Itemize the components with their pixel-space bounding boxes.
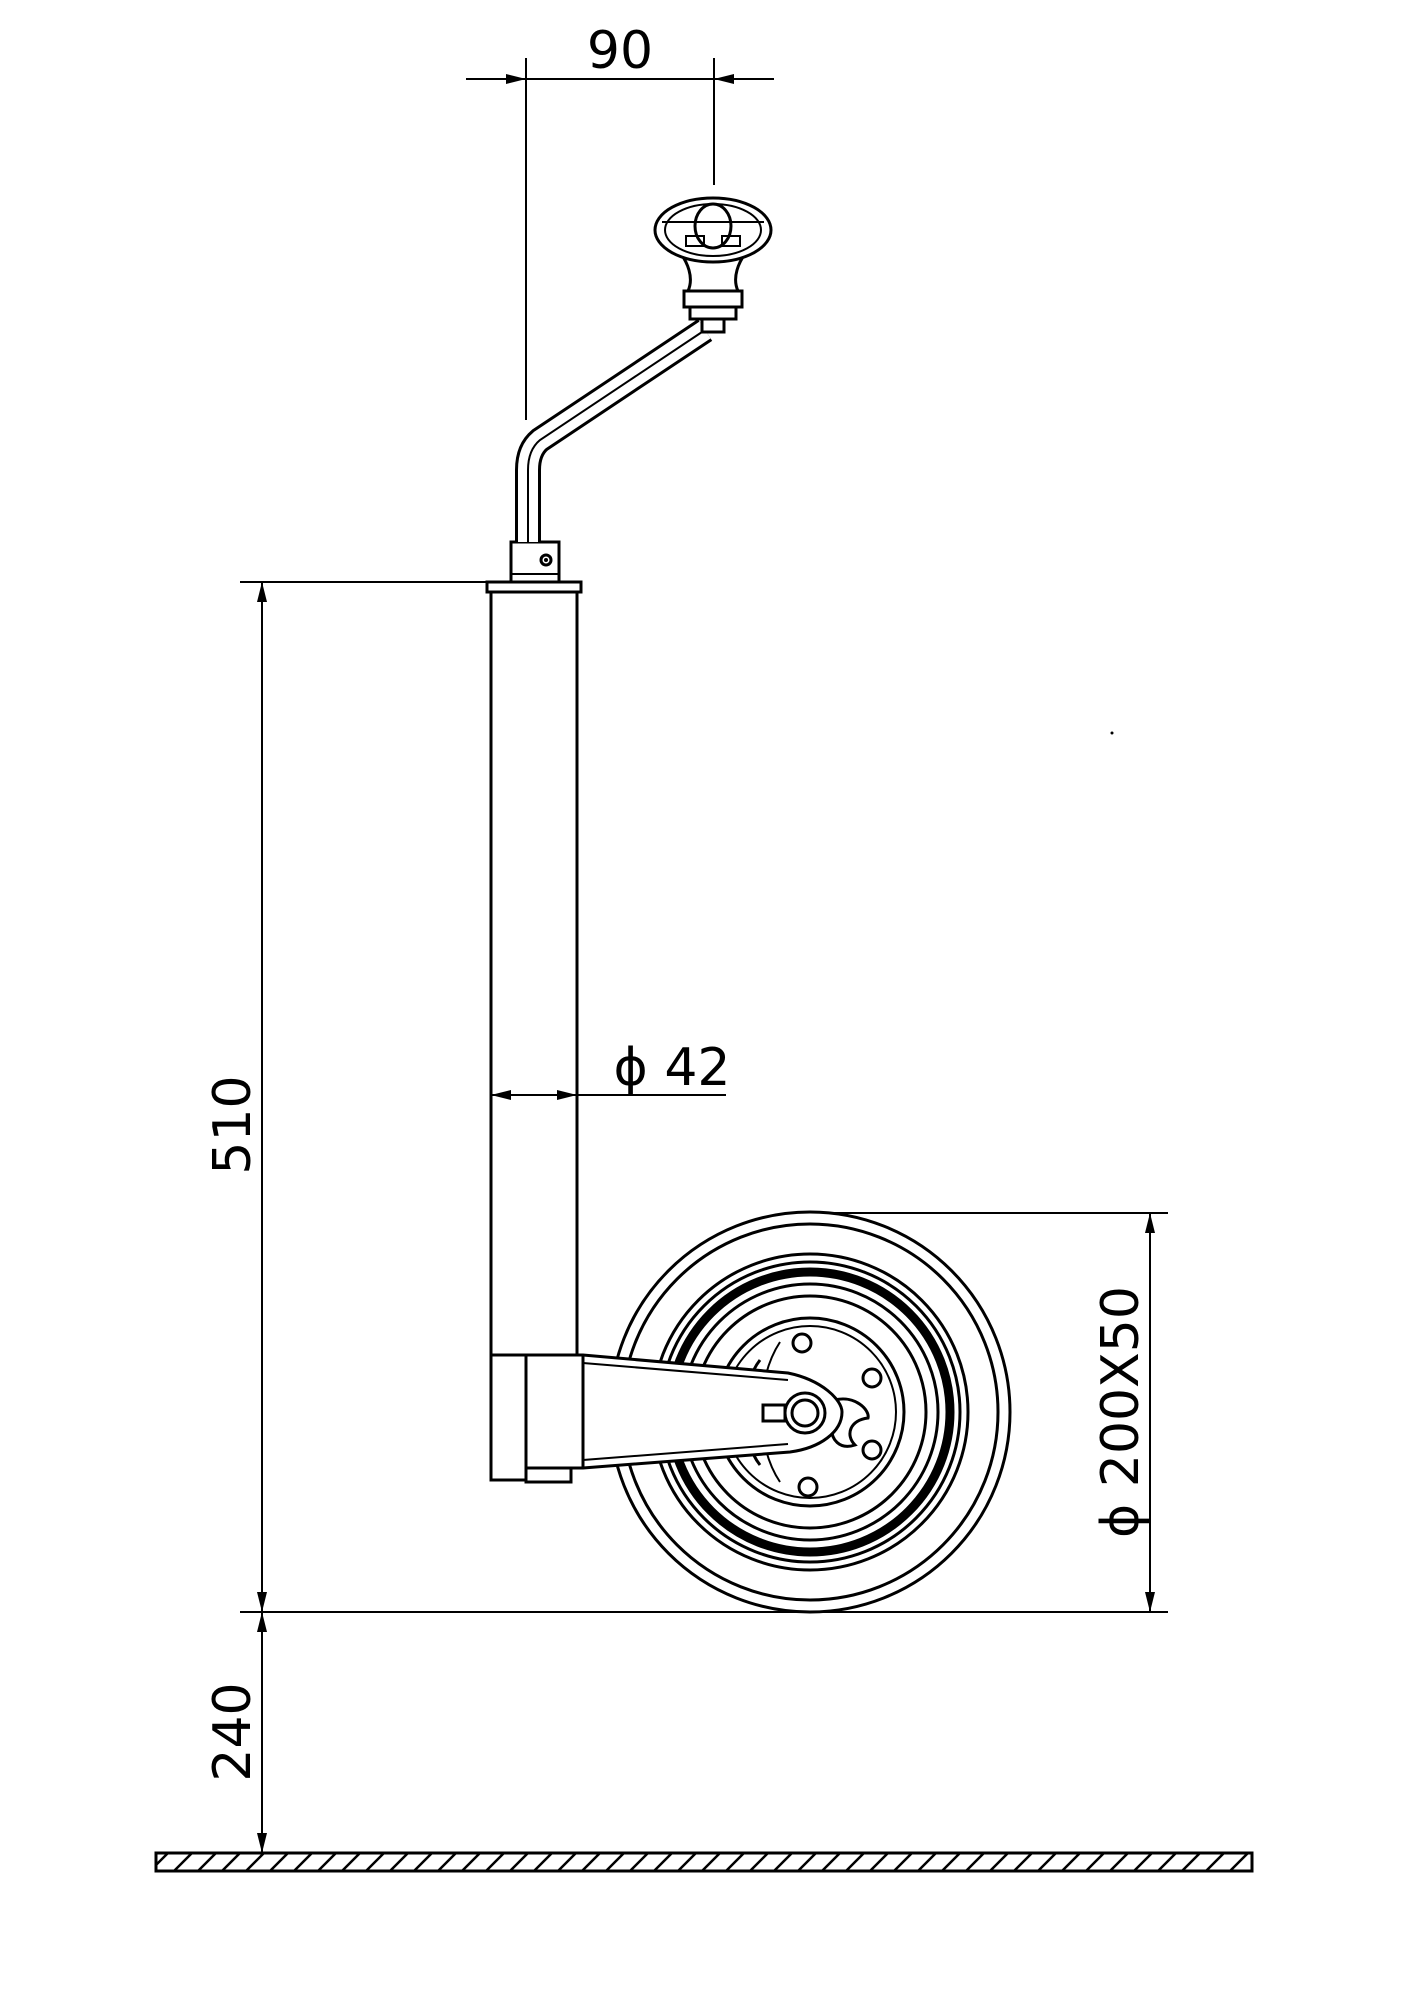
hatch-line: [605, 1853, 625, 1871]
hatch-line: [1037, 1853, 1057, 1871]
dimension-ground-clearance-label: 240: [203, 1682, 263, 1781]
hatch-line: [965, 1853, 985, 1871]
ground-hatch: [154, 1851, 1272, 1873]
crank-handle-knob: [653, 196, 773, 321]
hatch-line: [269, 1853, 289, 1871]
hatch-line: [557, 1853, 577, 1871]
hatch-line: [917, 1853, 937, 1871]
hatch-line: [1229, 1853, 1249, 1871]
hatch-line: [869, 1853, 889, 1871]
hatch-line: [1205, 1853, 1225, 1871]
hatch-line: [1254, 1853, 1272, 1871]
hatch-line: [749, 1853, 769, 1871]
dimension-height-above-wheel-label: 510: [203, 1075, 263, 1174]
hatch-line: [1061, 1853, 1081, 1871]
hatch-line: [677, 1853, 697, 1871]
hatch-line: [1109, 1853, 1129, 1871]
hatch-line: [245, 1853, 265, 1871]
hatch-line: [653, 1853, 673, 1871]
dimension-wheel-size-label: ϕ 200X50: [1091, 1286, 1151, 1538]
hatch-line: [461, 1853, 481, 1871]
hatch-line: [821, 1853, 841, 1871]
hatch-line: [221, 1853, 241, 1871]
hatch-line: [1085, 1853, 1105, 1871]
hatch-line: [365, 1853, 385, 1871]
hatch-line: [1013, 1853, 1033, 1871]
hatch-line: [989, 1853, 1009, 1871]
main-tube: ϕ 42: [485, 580, 731, 1357]
hatch-line: [341, 1853, 361, 1871]
dimension-height-above-wheel: 510: [203, 581, 530, 1612]
hatch-line: [1181, 1853, 1201, 1871]
hatch-line: [533, 1853, 553, 1871]
hatch-line: [413, 1853, 433, 1871]
hatch-line: [485, 1853, 505, 1871]
dimension-tube-diameter-label: ϕ 42: [614, 1038, 731, 1098]
hatch-line: [845, 1853, 865, 1871]
hatch-line: [581, 1853, 601, 1871]
stray-dot: [1110, 731, 1114, 735]
hatch-line: [629, 1853, 649, 1871]
hatch-line: [1133, 1853, 1153, 1871]
hatch-line: [156, 1853, 169, 1867]
hatch-line: [725, 1853, 745, 1871]
wheel-fork: [489, 1353, 844, 1484]
crank-shaft: [515, 304, 726, 542]
dimension-ground-clearance: 240: [203, 1611, 1168, 1853]
hatch-line: [797, 1853, 817, 1871]
hatch-line: [317, 1853, 337, 1871]
hatch-line: [197, 1853, 217, 1871]
tube-collar: [509, 540, 561, 584]
dimension-handle-offset: 90: [466, 21, 774, 420]
dimension-wheel-size: ϕ 200X50: [830, 1212, 1168, 1612]
hatch-line: [1157, 1853, 1177, 1871]
hatch-line: [893, 1853, 913, 1871]
hatch-line: [173, 1853, 193, 1871]
hatch-line: [941, 1853, 961, 1871]
hatch-line: [293, 1853, 313, 1871]
hatch-line: [701, 1853, 721, 1871]
hatch-line: [437, 1853, 457, 1871]
hatch-line: [773, 1853, 793, 1871]
dimension-handle-offset-label: 90: [587, 21, 653, 81]
hatch-line: [389, 1853, 409, 1871]
hatch-line: [509, 1853, 529, 1871]
